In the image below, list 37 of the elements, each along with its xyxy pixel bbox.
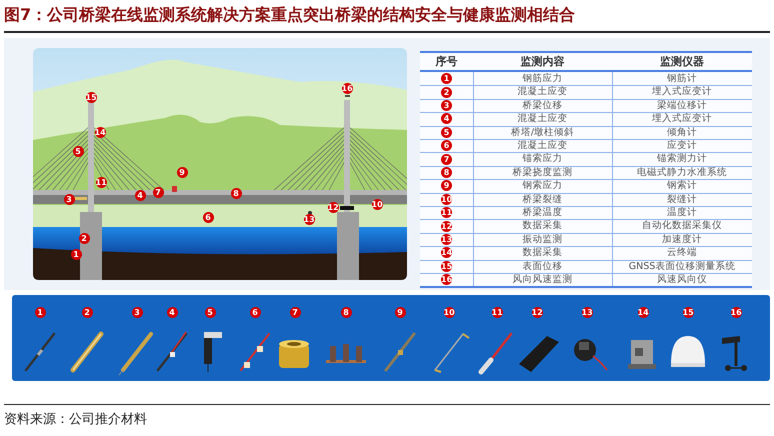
cell-text: 锚索应力: [522, 152, 564, 166]
cell-text: 加速度计: [661, 232, 703, 246]
cell-text: 钢筋计: [666, 72, 698, 85]
cell-text: 表面位移: [522, 260, 564, 273]
cell-text: 桥梁位移: [522, 98, 564, 112]
cell-text: 钢索应力: [522, 179, 564, 192]
cell-text: 电磁式静力水准系统: [636, 166, 728, 179]
cell-text: 埋入式应变计: [651, 85, 713, 98]
cell-text: 风向风速监测: [512, 273, 574, 286]
cell-text: 梁端位移计: [656, 98, 708, 112]
caption: 资料来源：公司推介材料: [4, 411, 147, 428]
cell-text: 埋入式应变计: [651, 112, 713, 126]
cell-text: 自动化数据采集仪: [641, 219, 723, 232]
cell-text: 温度计: [666, 206, 698, 219]
cell-text: 振动监测: [522, 232, 564, 246]
cell-text: 应变计: [666, 139, 698, 152]
cell-text: 倾角计: [666, 126, 698, 139]
cell-text: 桥梁挠度监测: [512, 166, 574, 179]
cell-text: 桥梁裂缝: [522, 192, 564, 206]
column-header: 监测内容: [520, 55, 566, 68]
cell-text: 钢索计: [666, 179, 698, 192]
cell-text: 混凝土应变: [516, 85, 568, 98]
cell-text: 数据采集: [522, 246, 564, 260]
cell-text: 锚索测力计: [656, 152, 708, 166]
cell-text: 云终端: [666, 246, 698, 260]
cell-text: 数据采集: [522, 219, 564, 232]
cell-text: 桥塔/墩柱倾斜: [510, 126, 576, 139]
cell-text: 裂缝计: [666, 192, 698, 206]
cell-text: 混凝土应变: [516, 139, 568, 152]
column-header: 监测仪器: [659, 55, 705, 68]
cell-text: 钢筋应力: [522, 72, 564, 85]
column-header: 序号: [434, 55, 458, 68]
cell-text: 混凝土应变: [516, 112, 568, 126]
cell-text: 桥梁温度: [522, 206, 564, 219]
cell-text: 风速风向仪: [656, 273, 708, 286]
title: 图7：公司桥梁在线监测系统解决方案重点突出桥梁的结构安全与健康监测相结合: [4, 5, 576, 26]
cell-text: GNSS表面位移测量系统: [628, 260, 736, 273]
